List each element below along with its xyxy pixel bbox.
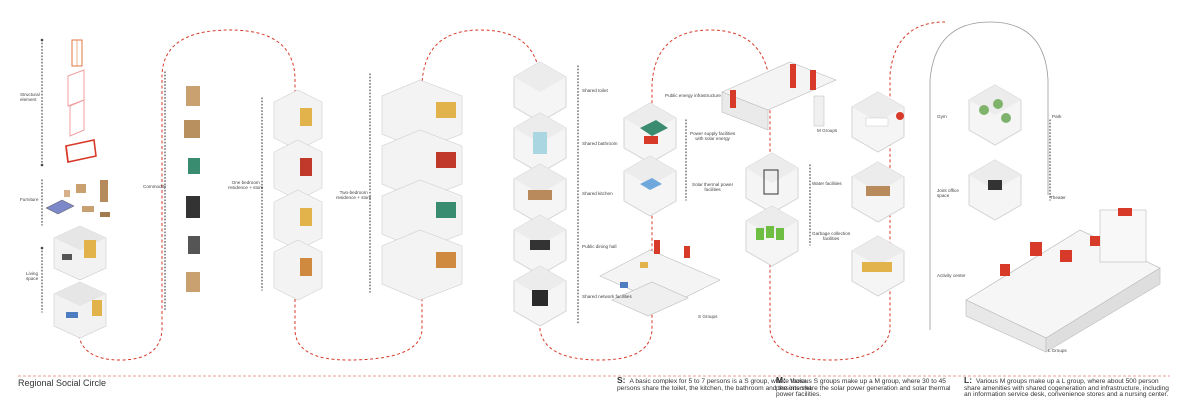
water-tower [763,169,779,195]
shower-glass [533,132,547,154]
label-public-dining: Public dining hall [582,244,617,249]
label-theater: Theater [1050,195,1066,200]
label-s-groups: S Groups [698,314,718,319]
label-l-groups: L Groups [1048,348,1067,353]
note-s-text: A basic complex for 5 to 7 persons is a … [617,378,812,392]
solar-roof [640,120,668,136]
label-shared-toilet: Shared toilet [582,88,608,93]
water-facilities-hex [745,152,799,214]
label-m-groups: M Groups [817,128,838,133]
note-m-key: M: [776,375,786,385]
label-shared-bathroom: Shared bathroom [582,141,618,146]
label-park: Park [1052,114,1062,119]
label-water-facilities: Water facilities [812,181,842,186]
flow-curve-red-end [945,22,1010,60]
two-bedroom-cubes [381,79,463,301]
one-bedroom-cubes [273,89,323,301]
l-group-building [965,208,1161,353]
living-space-cube-1 [53,225,107,281]
bin-2 [766,226,774,238]
label-structural-element: Structural element [20,92,40,103]
note-l-key: L: [964,375,973,385]
label-shared-network: Shared network facilities [582,294,632,299]
label-one-bedroom: One bedroom residence + store [228,180,264,191]
label-power-supply: Power supply facilities with solar energ… [690,131,736,142]
bin-3 [776,228,784,240]
footer-title: Regional Social Circle [18,378,107,388]
server-rack [532,290,548,306]
furniture-illustration [45,180,110,217]
label-shared-kitchen: Shared kitchen [582,191,613,196]
activity-tables [862,262,892,272]
label-activity-center: Activity center [937,273,966,278]
tree-2 [993,99,1003,109]
note-s-key: S: [617,375,626,385]
note-l-text: Various M groups make up a L group, wher… [964,378,1169,399]
kitchen-counter [528,190,552,200]
note-m-text: Various S groups make up a M group, wher… [776,378,951,399]
note-s-group: S:A basic complex for 5 to 7 persons is … [617,375,817,392]
tree-1 [979,105,989,115]
dotted-connectors [41,39,1051,326]
dining-tables [530,240,550,250]
structural-elements-illustration [65,39,97,163]
office-desks [866,186,890,196]
living-space-cube-2 [53,281,107,339]
bin-1 [756,228,764,240]
label-two-bedroom: Two-bedroom residence + store [336,190,372,201]
commodity-illustrations [184,86,200,292]
label-living-space: Living space [26,271,39,282]
house-body [644,136,658,144]
note-m-group: M:Various S groups make up a M group, wh… [776,375,952,399]
flow-curve-red [77,21,946,361]
thermal-panel [640,178,662,190]
note-l-group: L:Various M groups make up a L group, wh… [964,375,1170,399]
label-solar-thermal: Solar thermal power facilities [692,182,734,193]
label-gym: Gym [937,114,947,119]
label-commodity: Commodity [143,184,167,189]
label-joint-office: Joint office space [937,188,959,199]
gym-equipment [865,117,889,127]
label-garbage: Garbage collection facilities [812,231,851,242]
theater-stage [988,180,1002,190]
label-furniture: Furniture [20,197,39,202]
flow-curve-grey [929,21,1049,330]
m-group-building [721,61,837,131]
park-hex [968,84,1022,146]
tree-3 [1001,113,1011,123]
label-public-energy: Public energy infrastructure [665,93,721,98]
s-group-plan [599,240,721,317]
gym-ball [896,112,904,120]
